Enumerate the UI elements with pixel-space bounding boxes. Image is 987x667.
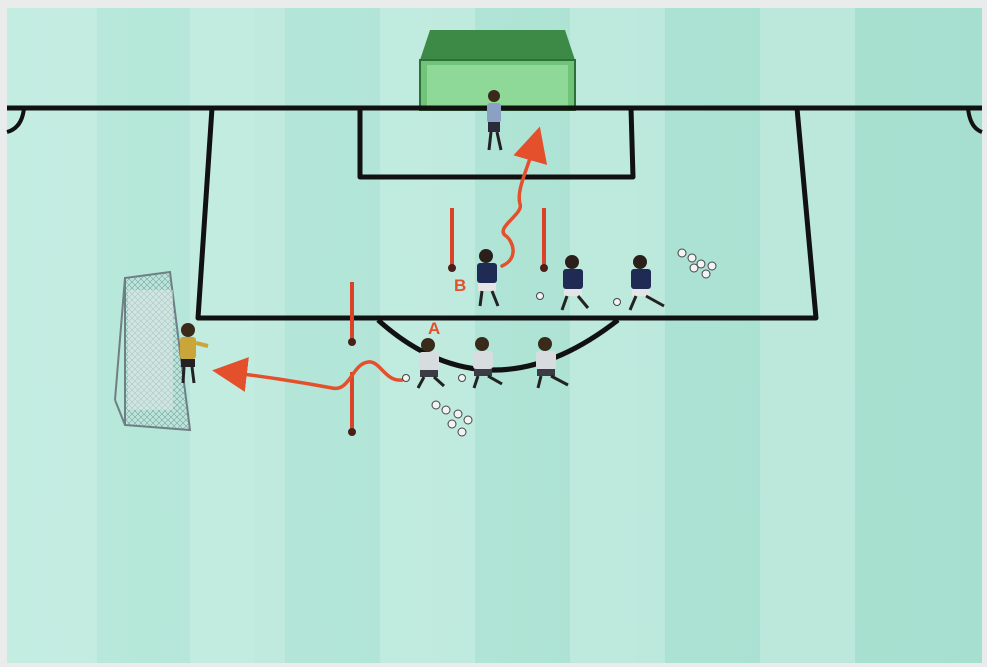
- label-a: A: [428, 319, 440, 338]
- ball-icon: [403, 375, 410, 382]
- ball-icon: [708, 262, 716, 270]
- ball-icon: [454, 410, 462, 418]
- label-b: B: [454, 276, 466, 295]
- ball-icon: [678, 249, 686, 257]
- ball-icon: [688, 254, 696, 262]
- ball-icon: [464, 416, 472, 424]
- ball-icon: [448, 420, 456, 428]
- ball-icon: [537, 293, 544, 300]
- ball-icon: [690, 264, 698, 272]
- ball-icon: [614, 299, 621, 306]
- ball-icon: [458, 428, 466, 436]
- ball-icon: [702, 270, 710, 278]
- ball-icon: [459, 375, 466, 382]
- ball-icon: [432, 401, 440, 409]
- ball-icon: [442, 406, 450, 414]
